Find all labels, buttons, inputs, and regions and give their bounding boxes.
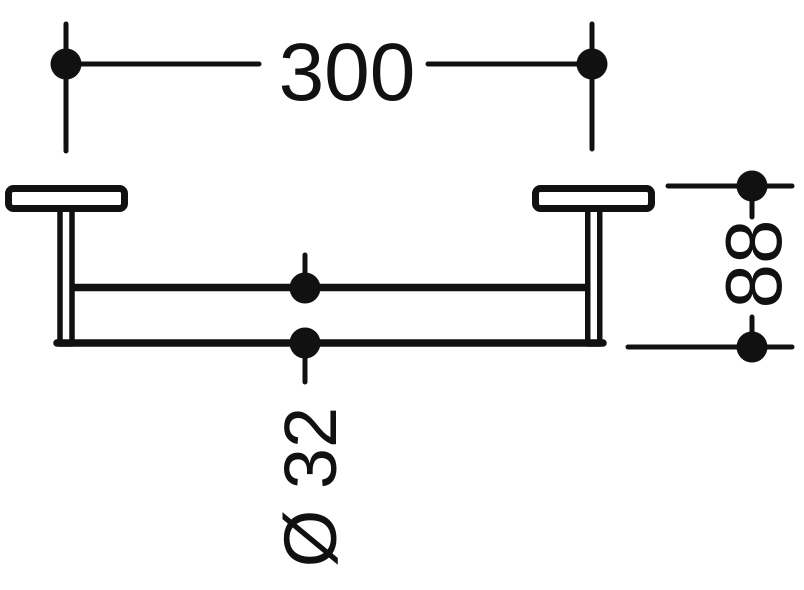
length-right-dim-dot — [576, 48, 608, 80]
depth-upper-dim-dot — [736, 170, 768, 202]
length-left-dim-dot — [50, 48, 82, 80]
dim-diameter: Ø 32 — [269, 252, 352, 567]
right-post — [585, 206, 603, 347]
left-post — [57, 206, 75, 347]
dim-length: 300 — [50, 21, 608, 154]
depth-dim-label: 88 — [709, 220, 798, 309]
diameter-upper-dim-dot — [289, 272, 321, 304]
diameter-dim-label: Ø 32 — [269, 407, 352, 567]
length-dim-label: 300 — [279, 27, 416, 118]
right-wall-plate — [532, 185, 655, 212]
left-wall-plate — [5, 185, 128, 212]
rail-drawing — [5, 185, 655, 347]
dim-depth: 88 — [625, 170, 798, 363]
